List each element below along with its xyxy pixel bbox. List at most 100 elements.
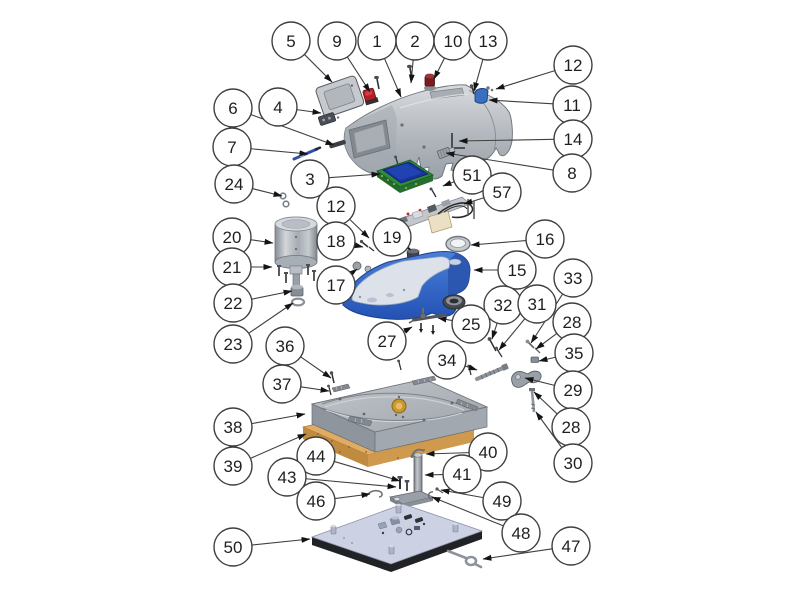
balloon-number: 34 [438,351,457,370]
leader-line-38 [251,412,306,425]
callout-balloon-57: 57 [482,172,522,212]
callout-balloon-29: 29 [553,370,593,410]
balloon-number: 25 [462,315,481,334]
balloon-circle [296,436,336,476]
balloon-number: 24 [225,175,244,194]
linkage-nut [530,356,539,363]
small-screws [359,239,375,252]
leader-line-7 [250,148,309,157]
callout-balloon-20: 20 [212,217,252,257]
balloon-circle [317,21,357,61]
callout-balloon-39: 39 [213,446,253,486]
leader-line-50 [251,536,311,546]
balloon-circle [213,324,253,364]
callout-balloon-27: 27 [367,321,407,361]
leader-line-37 [300,386,330,393]
callout-balloon-25: 25 [451,304,491,344]
balloon-circle [316,221,356,261]
balloon-circle [267,457,307,497]
balloon-number: 47 [562,537,581,556]
callout-balloon-12: 12 [316,186,356,226]
balloon-circle [296,481,336,521]
callout-balloon-8: 8 [552,153,592,193]
leader-line-12 [349,218,370,239]
balloon-number: 9 [332,32,341,51]
callout-balloon-16: 16 [525,219,565,259]
balloon-number: 11 [563,96,581,115]
leader-line-25 [437,316,453,323]
hook-pin [410,448,425,458]
callout-balloon-3: 3 [290,159,330,199]
bracket-bolts [397,476,410,491]
balloon-number: 38 [224,418,243,437]
balloon-number: 5 [286,32,295,51]
balloon-number: 15 [508,261,527,280]
callout-balloon-40: 40 [468,432,508,472]
leader-line-46 [334,492,371,500]
callout-balloon-6: 6 [213,88,253,128]
support-post [413,452,423,498]
linkage-screws-left [487,337,503,358]
leader-line-14 [458,137,555,144]
balloon-circle [552,153,592,193]
balloon-circle [214,164,254,204]
callout-balloon-15: 15 [497,250,537,290]
callout-balloon-50: 50 [213,527,253,567]
balloon-circle [482,481,522,521]
balloon-circle [468,21,508,61]
stand-assembly [310,448,484,572]
balloon-circle [213,527,253,567]
cover-window-inner [353,123,387,154]
leader-line-8 [445,151,554,171]
leader-line-40 [425,450,470,457]
linkage-group [475,337,542,413]
balloon-circle [271,21,311,61]
leader-line-9 [346,56,371,93]
cover-hole-2 [422,145,426,149]
shaft-washer [290,297,306,307]
callout-balloon-14: 14 [553,119,593,159]
hex-key [446,549,483,569]
balloon-circle [213,88,253,128]
balloon-circle [262,364,302,404]
balloon-circle [497,250,537,290]
leader-line-4 [296,108,322,115]
callout-balloon-47: 47 [551,526,591,566]
balloon-number: 3 [305,170,314,189]
shoulder-pin [529,388,536,413]
callout-balloon-48: 48 [501,513,541,553]
trim-strip [329,139,346,149]
balloon-number: 13 [479,32,498,51]
link-casting [511,370,542,388]
rubber-ring [442,294,466,310]
balloon-number: 14 [564,130,583,149]
shaft-nut [290,284,304,297]
balloon-number: 33 [564,269,583,288]
balloon-circle [427,340,467,380]
balloon-circle [452,155,492,195]
panel-connector [318,112,340,126]
arm-assembly [342,235,471,335]
callout-balloon-24: 24 [214,164,254,204]
cover-top-recess [429,87,465,100]
callout-balloon-46: 46 [296,481,336,521]
base-plate [310,503,484,572]
balloon-circle [372,217,412,257]
display-pcb [376,159,435,193]
leader-line-36 [300,356,332,379]
fastener-bit-2 [490,88,494,92]
callout-balloon-22: 22 [213,283,253,323]
callout-balloon-28: 28 [552,302,592,342]
leader-line-10 [433,57,445,80]
motor-shaft-collar [289,265,303,275]
leader-line-16 [470,239,527,248]
callout-balloon-4: 4 [258,87,298,127]
balloon-number: 41 [453,465,472,484]
balloon-circle [482,172,522,212]
balloon-number: 21 [223,258,242,277]
balloon-circle [517,284,557,324]
balloon-number: 20 [223,228,242,247]
leader-line-18 [354,242,364,249]
leader-line-13 [473,59,484,92]
balloon-number: 23 [224,335,243,354]
